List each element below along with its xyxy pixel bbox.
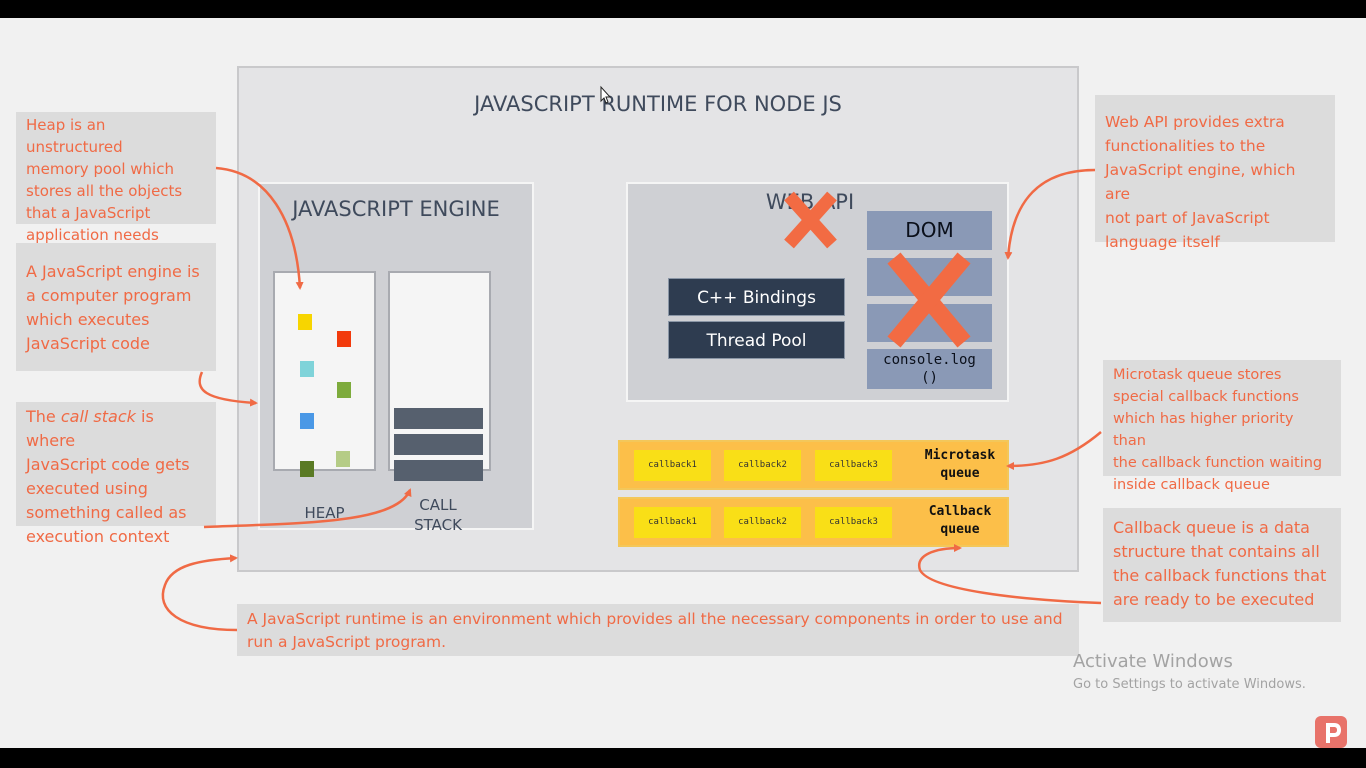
heap-object: [337, 382, 351, 398]
engine-note: A JavaScript engine is a computer progra…: [16, 243, 216, 371]
note-line: Microtask queue stores: [1113, 367, 1282, 383]
p-logo-icon: [1315, 716, 1347, 748]
note-line: language itself: [1105, 233, 1220, 251]
activate-windows-title: Activate Windows: [1073, 651, 1233, 672]
call-stack-label-line2: STACK: [414, 516, 462, 534]
engine-arrow: [198, 371, 258, 407]
note-line: functionalities to the: [1105, 137, 1266, 155]
call-stack-arrow: [203, 488, 412, 529]
web-api-note: Web API provides extra functionalities t…: [1095, 95, 1335, 251]
callback-note: Callback queue is a data structure that …: [1103, 508, 1341, 622]
microtask-callback: callback3: [815, 450, 892, 481]
note-line: executed using: [26, 479, 148, 498]
heap-arrow: [215, 166, 304, 290]
console-log-text: console.log: [883, 352, 976, 368]
heap-object: [300, 461, 314, 477]
call-stack-label-line1: CALL: [419, 496, 457, 514]
engine-title: JAVASCRIPT ENGINE: [292, 197, 500, 221]
note-line: structure that contains all: [1113, 542, 1320, 561]
note-line: the callback functions that: [1113, 566, 1327, 585]
note-text: is where: [26, 407, 154, 450]
heap-object: [300, 413, 314, 429]
note-line: The call stack is where: [26, 405, 206, 453]
note-line: A JavaScript engine is: [26, 262, 200, 281]
note-line: run a JavaScript program.: [247, 633, 447, 651]
callback-queue-callback: callback1: [634, 507, 711, 538]
note-text: The: [26, 407, 61, 426]
console-log-parens: (): [921, 370, 938, 386]
note-line: a computer program: [26, 286, 192, 305]
stack-frame: [394, 460, 483, 481]
heap-label: HEAP: [304, 504, 345, 522]
note-line: Callback queue is a data: [1113, 518, 1310, 537]
note-line: execution context: [26, 527, 170, 546]
callback-queue-label-line1: Callback: [928, 504, 992, 519]
callback-queue-label-line2: queue: [940, 522, 980, 537]
heap-object: [300, 361, 314, 377]
note-line: JavaScript code gets: [26, 455, 190, 474]
runtime-title: JAVASCRIPT RUNTIME FOR NODE JS: [474, 92, 842, 116]
mouse-cursor-icon: [600, 85, 612, 104]
heap-object: [336, 451, 350, 467]
note-line: memory pool which: [26, 160, 174, 178]
note-line: which executes: [26, 310, 150, 329]
console-log-box: console.log (): [867, 349, 992, 389]
note-line: JavaScript code: [26, 334, 150, 353]
cpp-bindings-box: C++ Bindings: [668, 278, 845, 316]
microtask-queue-label-line2: queue: [940, 466, 980, 481]
microtask-callback: callback1: [634, 450, 711, 481]
note-line: the callback function waiting: [1113, 455, 1323, 471]
dom-box: DOM: [867, 211, 992, 250]
note-line: A JavaScript runtime is an environment w…: [247, 610, 1063, 628]
callback-arrow: [918, 544, 1102, 605]
stack-frame: [394, 408, 483, 429]
note-line: Web API provides extra: [1105, 113, 1285, 131]
runtime-note: A JavaScript runtime is an environment w…: [237, 604, 1079, 656]
note-line: stores all the objects: [26, 182, 183, 200]
microtask-callback: callback2: [724, 450, 801, 481]
note-line: which has higher priority than: [1113, 411, 1294, 449]
activate-windows-subtitle: Go to Settings to activate Windows.: [1073, 677, 1306, 692]
thread-pool-box: Thread Pool: [668, 321, 845, 359]
note-line: application needs: [26, 226, 159, 244]
call-stack-note: The call stack is where JavaScript code …: [16, 402, 216, 546]
note-line: not part of JavaScript: [1105, 209, 1270, 227]
heap-object: [337, 331, 351, 347]
heap-note: Heap is an unstructured memory pool whic…: [16, 112, 216, 244]
note-line: inside callback queue: [1113, 477, 1270, 493]
p-logo-glyph: [1326, 723, 1341, 743]
cross-mark-icon: [887, 252, 971, 348]
note-line: special callback functions: [1113, 389, 1299, 405]
microtask-arrow: [1006, 431, 1102, 470]
note-emphasis: call stack: [60, 407, 136, 426]
note-line: something called as: [26, 503, 187, 522]
microtask-note: Microtask queue stores special callback …: [1103, 360, 1341, 493]
cross-mark-icon: [784, 191, 837, 249]
note-line: are ready to be executed: [1113, 590, 1315, 609]
note-line: JavaScript engine, which are: [1105, 161, 1296, 203]
stack-frame: [394, 434, 483, 455]
note-line: that a JavaScript: [26, 204, 151, 222]
callback-queue-callback: callback2: [724, 507, 801, 538]
callback-queue-callback: callback3: [815, 507, 892, 538]
note-line: Heap is an unstructured: [26, 116, 123, 156]
heap-object: [298, 314, 312, 330]
microtask-queue-label-line1: Microtask: [924, 448, 996, 463]
web-api-arrow: [1004, 168, 1096, 260]
runtime-arrow: [161, 554, 238, 632]
heap-box: [273, 271, 376, 471]
